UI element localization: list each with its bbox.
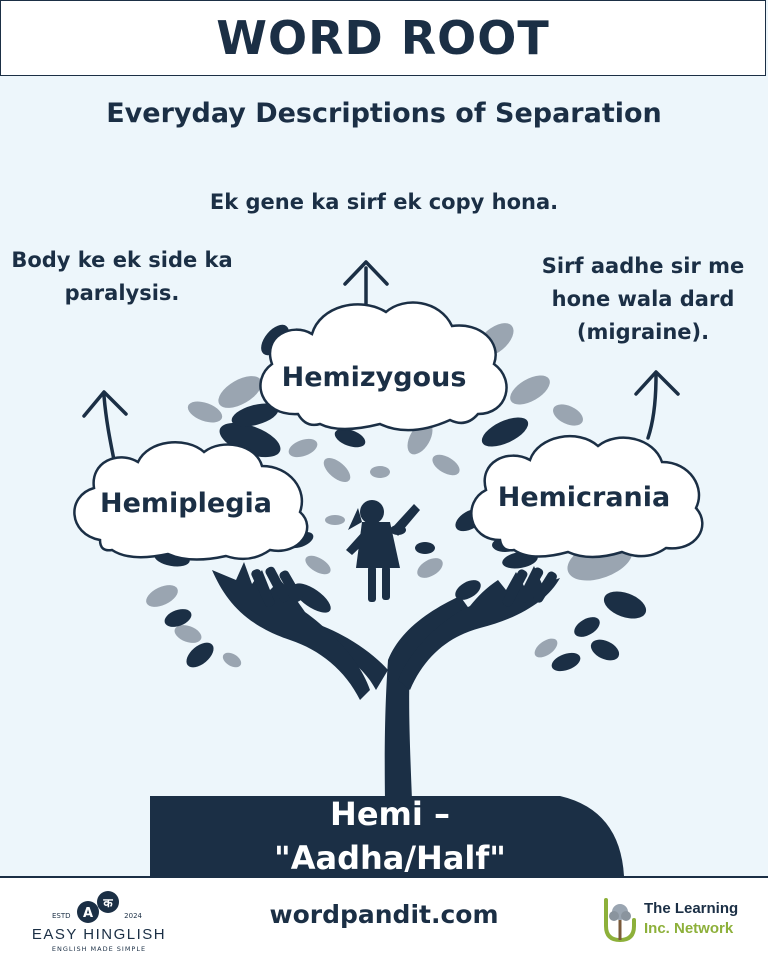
- child-icon: [346, 500, 420, 602]
- page-title: WORD ROOT: [216, 11, 550, 65]
- root-word: Hemi – "Aadha/Half": [230, 792, 550, 880]
- website-link[interactable]: wordpandit.com: [269, 900, 499, 929]
- tree-illustration: [73, 260, 704, 876]
- hemiplegia-description: Body ke ek side ka paralysis.: [11, 248, 233, 305]
- learning-inc-line2: Inc. Network: [644, 920, 734, 937]
- cloud-icon: [259, 301, 508, 432]
- learning-inc-line1: The Learning: [644, 900, 739, 917]
- header-bar: WORD ROOT: [0, 0, 766, 76]
- hemicrania-label: Hemicrania: [497, 482, 671, 513]
- footer-bar: A क ESTD 2024 EASY HINGLISH ENGLISH MADE…: [0, 876, 768, 960]
- arrow-up-icon: [634, 370, 680, 440]
- easy-hinglish-name: EASY HINGLISH: [31, 926, 167, 943]
- root-word-meaning: "Aadha/Half": [274, 839, 506, 877]
- cloud-icon: [470, 434, 704, 559]
- arrow-up-icon: [82, 390, 128, 462]
- estd-year: 2024: [124, 912, 142, 920]
- tree-icon: [384, 596, 470, 800]
- easy-hinglish-logo[interactable]: A क ESTD 2024 EASY HINGLISH ENGLISH MADE…: [24, 890, 174, 954]
- page-subtitle: Everyday Descriptions of Separation: [106, 98, 662, 129]
- easy-hinglish-tagline: ENGLISH MADE SIMPLE: [51, 945, 147, 953]
- tree-logo-icon: [604, 898, 636, 943]
- badge-letter-ka: क: [102, 896, 113, 910]
- hands-icon: [212, 562, 560, 700]
- hemizygous-label: Hemizygous: [281, 362, 467, 393]
- hemiplegia-label: Hemiplegia: [100, 488, 272, 519]
- hemizygous-description: Ek gene ka sirf ek copy hona.: [209, 190, 559, 214]
- estd-label: ESTD: [52, 912, 71, 920]
- cloud-icon: [73, 441, 309, 561]
- hemicrania-description: Sirf aadhe sir me hone wala dard (migrai…: [541, 254, 745, 344]
- chat-bubbles-icon: A क: [77, 891, 119, 923]
- ground-shape: [150, 796, 624, 876]
- root-word-line1: Hemi –: [330, 795, 450, 833]
- badge-letter-a: A: [83, 906, 93, 921]
- learning-inc-logo[interactable]: The Learning Inc. Network: [600, 896, 760, 946]
